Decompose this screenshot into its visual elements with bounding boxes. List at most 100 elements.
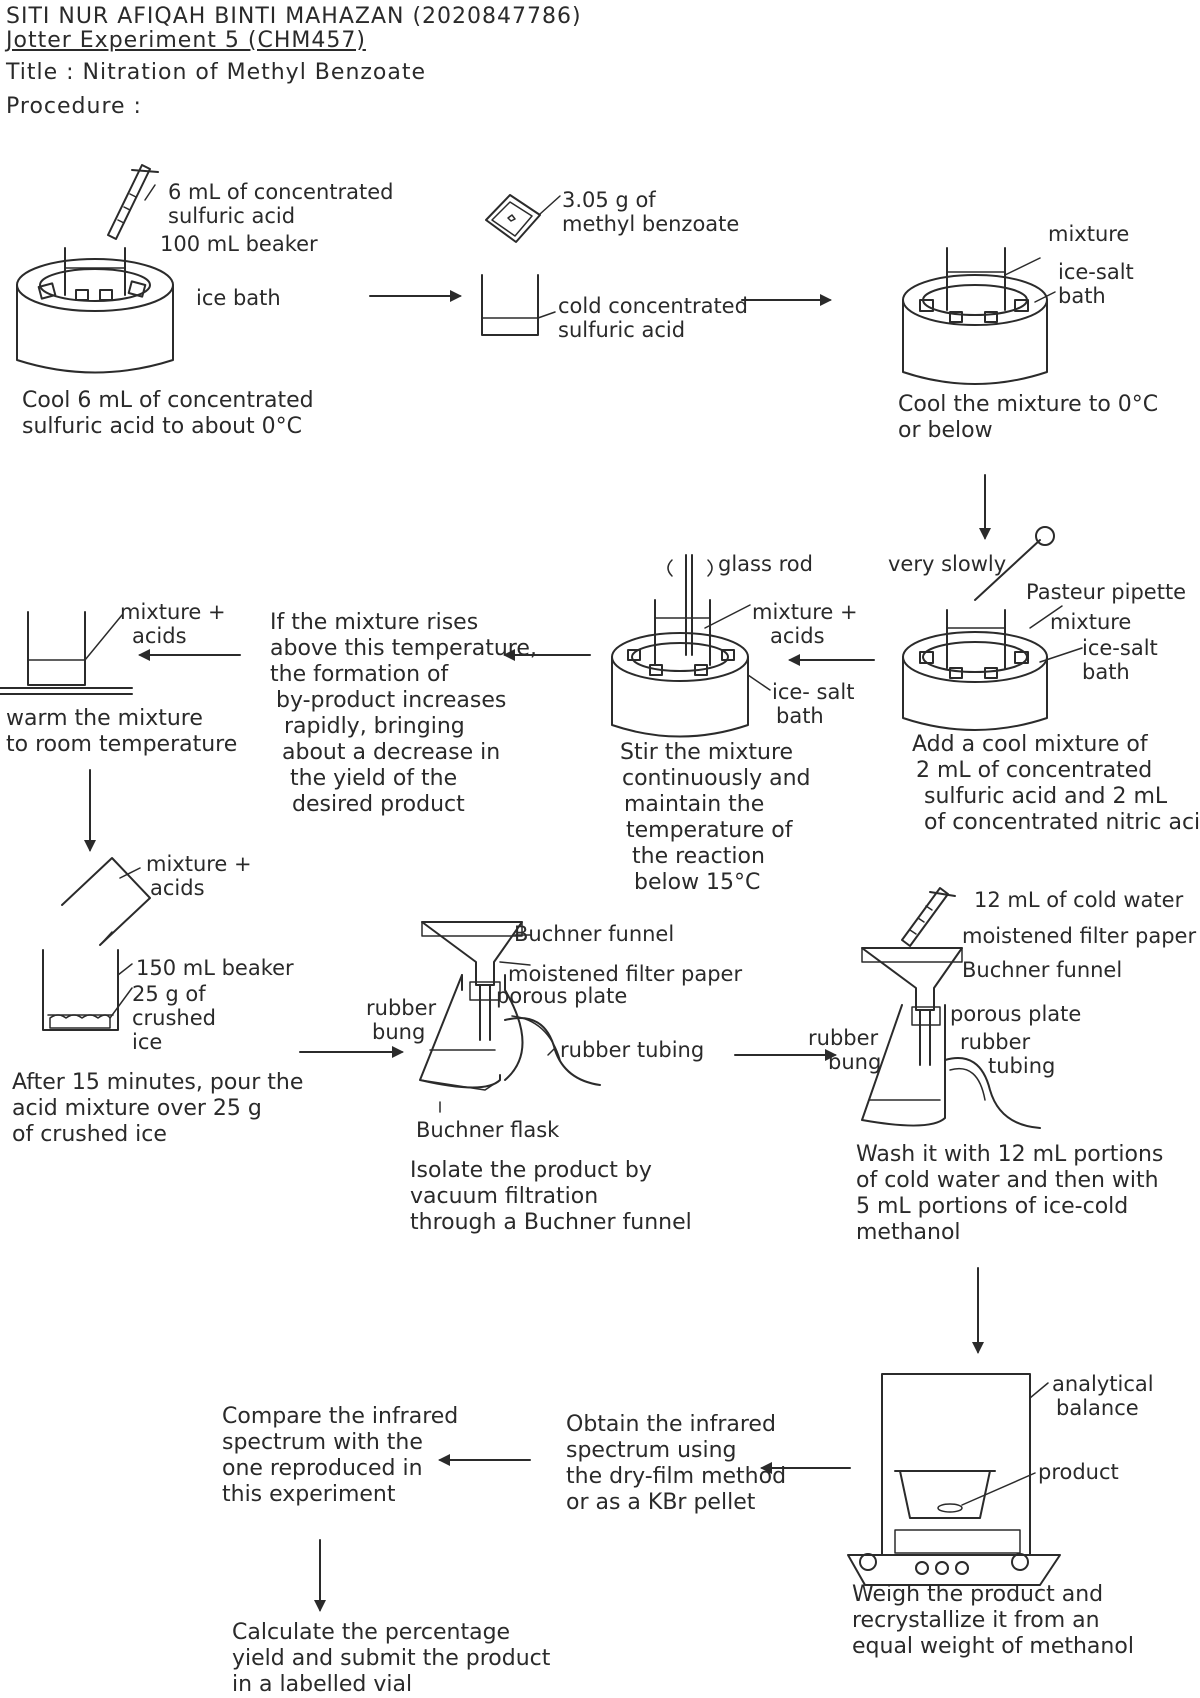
- label-rubber-bung-8-line1: rubber: [366, 996, 437, 1020]
- label-rubber-bung-9-line2: bung: [828, 1050, 882, 1074]
- step-2-line1: Cool the mixture to 0°C: [898, 392, 1159, 417]
- label-rubber-tubing-9-line1: rubber: [960, 1030, 1031, 1054]
- label-pasteur-pipette: Pasteur pipette: [1026, 580, 1187, 604]
- label-mixture-acids-6-line1: mixture +: [120, 600, 226, 624]
- label-analytical-balance: analytical balance: [1052, 1372, 1154, 1420]
- label-glass-rod: glass rod: [718, 552, 813, 576]
- label-porous-plate-8: porous plate: [496, 984, 628, 1008]
- step-3-line1: Add a cool mixture of: [912, 732, 1148, 757]
- label-mixture-acids-7: mixture + acids: [146, 852, 252, 900]
- label-ice-salt-5-line1: ice- salt: [772, 680, 855, 704]
- ice-salt-bath-drawing-3: [902, 247, 1056, 385]
- ice-salt-bath-drawing-5: [611, 554, 771, 738]
- label-buchner-funnel-9: Buchner funnel: [962, 958, 1123, 982]
- label-rubber-bung-9-line1: rubber: [808, 1026, 879, 1050]
- pouring-beaker: [61, 857, 151, 946]
- pasteur-pipette: [974, 526, 1083, 663]
- label-mixture-acids-5: mixture + acids: [752, 600, 858, 648]
- step-2-caption: Cool the mixture to 0°C or below: [898, 392, 1158, 444]
- step-9-line3: 5 mL portions of ice-cold: [856, 1194, 1129, 1219]
- step-12-line1: Compare the infrared: [222, 1404, 459, 1429]
- step-7-caption: After 15 minutes, pour the acid mixture …: [12, 1070, 303, 1148]
- procedure-heading: Procedure :: [6, 94, 142, 119]
- step-6-caption: warm the mixture to room temperature: [6, 706, 237, 758]
- label-mixture-4: mixture: [1050, 610, 1132, 634]
- step-5-line4: by-product increases: [276, 688, 507, 713]
- measuring-cylinder-2: [901, 887, 956, 947]
- step-4-caption: Stir the mixture continuously and mainta…: [620, 740, 811, 896]
- step-6-line1: warm the mixture: [6, 706, 203, 731]
- step-5-line7: the yield of the: [290, 766, 458, 791]
- step-3-caption: Add a cool mixture of 2 mL of concentrat…: [912, 732, 1200, 836]
- step-5-line8: desired product: [292, 792, 465, 817]
- label-beaker-150: 150 mL beaker: [136, 956, 294, 980]
- label-balance-line2: balance: [1056, 1396, 1139, 1420]
- step-8-line1: Isolate the product by: [410, 1158, 652, 1183]
- step-1-line1: Cool 6 mL of concentrated: [22, 388, 314, 413]
- step-4-line1: Stir the mixture: [620, 740, 794, 765]
- step-8-caption: Isolate the product by vacuum filtration…: [410, 1158, 692, 1236]
- step-5-line3: the formation of: [270, 662, 449, 687]
- label-mixture-acids-6-line2: acids: [132, 624, 187, 648]
- label-rubber-tubing-9-line2: tubing: [988, 1054, 1056, 1078]
- step-10-line2: recrystallize it from an: [852, 1608, 1100, 1633]
- step-4-line5: the reaction: [632, 844, 765, 869]
- label-mixture-acids-5-line1: mixture +: [752, 600, 858, 624]
- analytical-balance: [847, 1373, 1061, 1586]
- step-8-line2: vacuum filtration: [410, 1184, 599, 1209]
- label-rubber-tubing-9: rubber tubing: [960, 1030, 1055, 1078]
- step-4-line4: temperature of: [626, 818, 793, 843]
- label-moist-filter-9: moistened filter paper: [962, 924, 1197, 948]
- label-crushed-ice-line2: crushed: [132, 1006, 216, 1030]
- step-11-line2: spectrum using: [566, 1438, 737, 1463]
- measuring-cylinder-1: [107, 164, 159, 240]
- step-1-line2: sulfuric acid to about 0°C: [22, 414, 303, 439]
- label-rubber-bung-9: rubber bung: [808, 1026, 881, 1074]
- weighing-boat: [485, 194, 561, 243]
- label-ice-salt-4-line1: ice-salt: [1082, 636, 1158, 660]
- page-title: Title : Nitration of Methyl Benzoate: [6, 60, 427, 85]
- step-8-line3: through a Buchner funnel: [410, 1210, 692, 1235]
- step-5-line2: above this temperature,: [270, 636, 537, 661]
- step-12-line4: this experiment: [222, 1482, 396, 1507]
- label-cold-acid-line1: cold concentrated: [558, 294, 748, 318]
- label-crushed-ice-line1: 25 g of: [132, 982, 206, 1006]
- step-11-line1: Obtain the infrared: [566, 1412, 776, 1437]
- author-line: SITI NUR AFIQAH BINTI MAHAZAN (202084778…: [6, 4, 582, 29]
- step-5-caption: If the mixture rises above this temperat…: [270, 610, 537, 818]
- label-balance-line1: analytical: [1052, 1372, 1154, 1396]
- step-6-line2: to room temperature: [6, 732, 238, 757]
- label-cold-water-12: 12 mL of cold water: [974, 888, 1184, 912]
- step-2-line2: or below: [898, 418, 993, 443]
- step-12-line3: one reproduced in: [222, 1456, 423, 1481]
- label-acid-6ml-line1: 6 mL of concentrated: [168, 180, 394, 204]
- label-moist-filter-8: moistened filter paper: [508, 962, 743, 986]
- label-crushed-ice: 25 g of crushed ice: [132, 982, 216, 1054]
- buchner-filtration-1: [419, 921, 601, 1113]
- step-1-caption: Cool 6 mL of concentrated sulfuric acid …: [22, 388, 314, 440]
- step-5-line6: about a decrease in: [282, 740, 501, 765]
- step-10-line3: equal weight of methanol: [852, 1634, 1134, 1659]
- step-3-line4: of concentrated nitric acid: [924, 810, 1200, 835]
- label-ice-bath: ice bath: [196, 286, 281, 310]
- step-11-caption: Obtain the infrared spectrum using the d…: [566, 1412, 786, 1516]
- beaker-on-bench: [0, 611, 133, 695]
- label-rubber-bung-8: rubber bung: [366, 996, 436, 1044]
- beaker-150: [42, 949, 133, 1031]
- step-12-caption: Compare the infrared spectrum with the o…: [222, 1404, 458, 1508]
- step-5-line1: If the mixture rises: [270, 610, 479, 635]
- step-7-line1: After 15 minutes, pour the: [12, 1070, 304, 1095]
- flow-arrows: [84, 290, 991, 1612]
- step-7-line3: of crushed ice: [12, 1122, 167, 1147]
- label-mb-line2: methyl benzoate: [562, 212, 740, 236]
- label-ice-salt-3: ice-salt bath: [1058, 260, 1134, 308]
- step-11-line3: the dry-film method: [566, 1464, 787, 1489]
- step-13-line2: yield and submit the product: [232, 1646, 551, 1671]
- label-acid-6ml-line2: sulfuric acid: [168, 204, 296, 228]
- step-9-caption: Wash it with 12 mL portions of cold wate…: [856, 1142, 1163, 1246]
- label-mixture-acids-7-line1: mixture +: [146, 852, 252, 876]
- label-mixture-3: mixture: [1048, 222, 1130, 246]
- label-mixture-acids-7-line2: acids: [150, 876, 205, 900]
- step-12-line2: spectrum with the: [222, 1430, 423, 1455]
